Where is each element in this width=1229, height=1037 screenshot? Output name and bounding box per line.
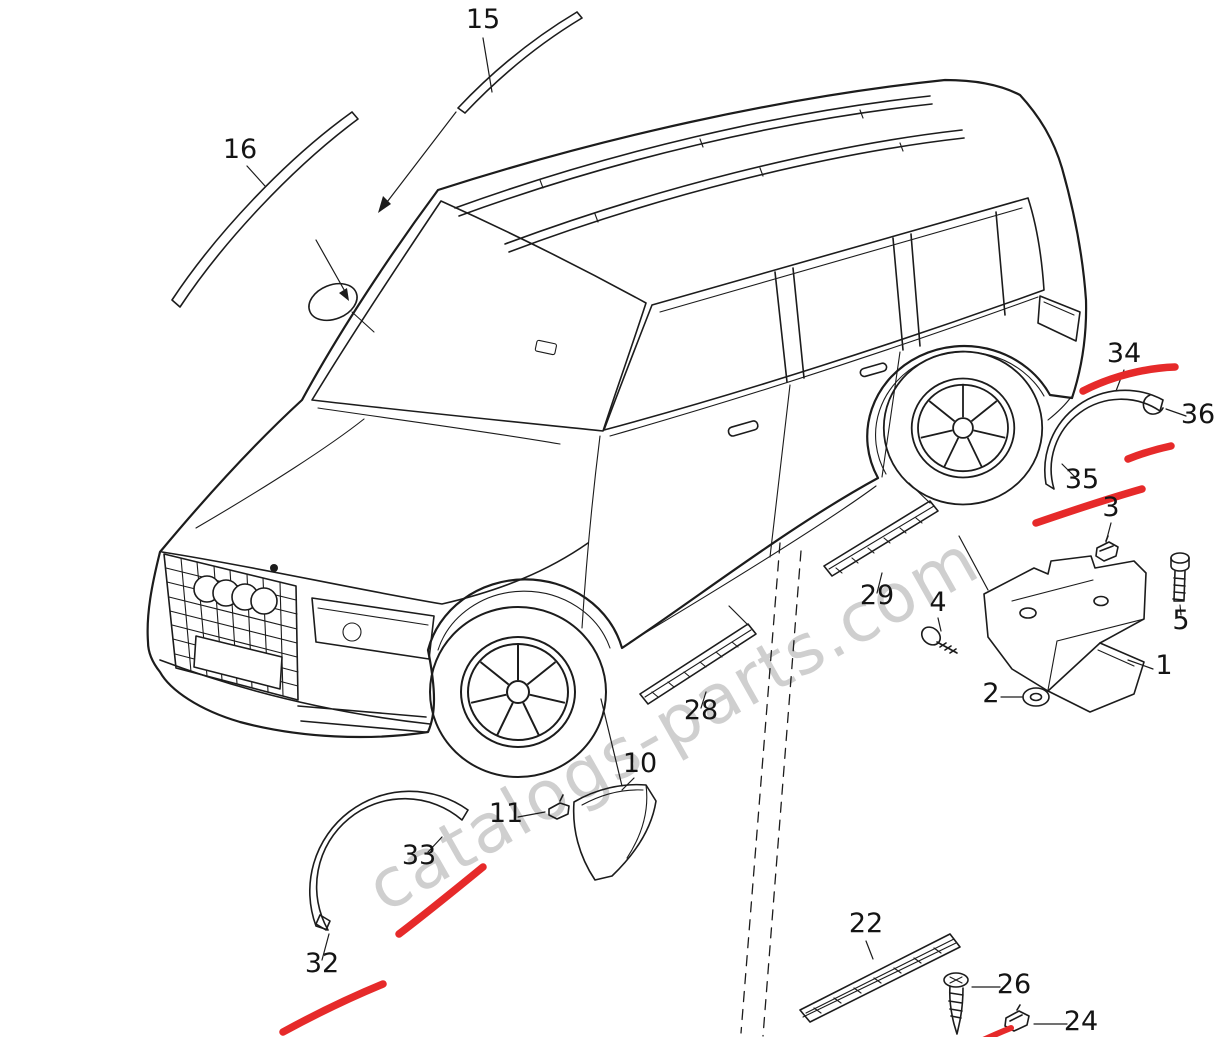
taillight	[1037, 295, 1081, 342]
rocker-line	[629, 485, 877, 643]
highlight-marks	[279, 363, 1179, 1037]
part-mudflap-assembly-1	[983, 555, 1147, 713]
hood-fender-line	[161, 542, 589, 605]
part-clip-11	[548, 794, 570, 820]
car-illustration	[146, 78, 1088, 778]
part-door-molding-10	[572, 783, 657, 881]
part-sill-strip-22	[799, 933, 961, 1023]
mirror-arm	[351, 311, 375, 333]
audi-rings	[193, 575, 278, 615]
part-clip-36	[1142, 394, 1164, 415]
highlight-24	[982, 1025, 1014, 1037]
rear-door-handle	[859, 362, 888, 378]
callout-5: 5	[1172, 605, 1189, 636]
rear-wheel	[882, 350, 1044, 506]
front-grille	[163, 553, 299, 701]
windshield	[311, 200, 647, 432]
highlight-34	[1079, 363, 1179, 395]
callout-16: 16	[223, 134, 257, 165]
callout-15: 15	[466, 4, 500, 35]
watermark-text: catalogs-parts.com	[354, 520, 992, 928]
part-screw-26	[943, 972, 969, 1035]
callout-22: 22	[849, 908, 883, 939]
callout-29: 29	[860, 580, 894, 611]
callout-3: 3	[1102, 492, 1119, 523]
beltline-trim-line	[609, 296, 1039, 437]
headlight	[311, 597, 435, 660]
part-arch-trim-35	[1044, 389, 1164, 490]
callout-10: 10	[623, 748, 657, 779]
callout-11: 11	[489, 798, 523, 829]
part-arch-trim-33	[309, 790, 469, 931]
position-dashed-lines	[740, 542, 802, 1037]
callout-33: 33	[402, 840, 436, 871]
highlight-32	[279, 980, 387, 1036]
part-sill-strip-28	[639, 623, 757, 705]
callout-34: 34	[1107, 338, 1141, 369]
b-pillar	[774, 267, 805, 383]
callout-2: 2	[982, 678, 999, 709]
roof-rails	[454, 95, 965, 253]
highlight-3	[1032, 485, 1146, 527]
part-grommet-2	[1022, 687, 1050, 707]
detached-parts	[171, 11, 1190, 1037]
hood-crease	[195, 418, 365, 529]
callout-28: 28	[684, 695, 718, 726]
callout-24: 24	[1064, 1006, 1098, 1037]
callout-26: 26	[997, 969, 1031, 1000]
front-wheel	[429, 606, 607, 778]
leader-lines	[246, 37, 1187, 1025]
side-mirror	[308, 282, 358, 322]
cowl-line	[317, 407, 561, 445]
front-bumper-lines	[159, 659, 431, 733]
part-roof-strip-15	[457, 11, 583, 114]
c-pillar	[892, 233, 921, 351]
front-door-handle	[727, 420, 759, 437]
license-plate-area	[193, 635, 283, 690]
car-body-outline	[146, 78, 1088, 739]
rear-arch-lip	[875, 351, 1045, 475]
interior-mirror	[534, 339, 557, 356]
hood-marker-dot	[270, 564, 278, 572]
highlight-33	[395, 863, 487, 938]
roofside-trim-line	[659, 207, 1023, 313]
callout-4: 4	[929, 587, 946, 618]
callout-labels: 15 16 34 36 35 3 29 4 5 1 2 28 10 11 33 …	[223, 4, 1215, 1037]
door-lines	[581, 351, 901, 629]
d-pillar	[995, 211, 1006, 316]
callout-32: 32	[305, 948, 339, 979]
highlight-36	[1124, 442, 1175, 463]
part-bolt-5	[1170, 552, 1190, 602]
side-windows	[603, 197, 1045, 431]
callout-36: 36	[1181, 399, 1215, 430]
part-clip-32	[315, 914, 331, 931]
callout-1: 1	[1155, 650, 1172, 681]
part-sill-strip-29	[823, 500, 939, 577]
part-window-strip-16	[171, 111, 359, 308]
rear-bumper-crease	[1047, 396, 1072, 421]
front-arch-lip	[437, 590, 611, 651]
part-screw-4	[920, 626, 958, 654]
part-clip-24	[1004, 1004, 1030, 1032]
callout-35: 35	[1065, 464, 1099, 495]
